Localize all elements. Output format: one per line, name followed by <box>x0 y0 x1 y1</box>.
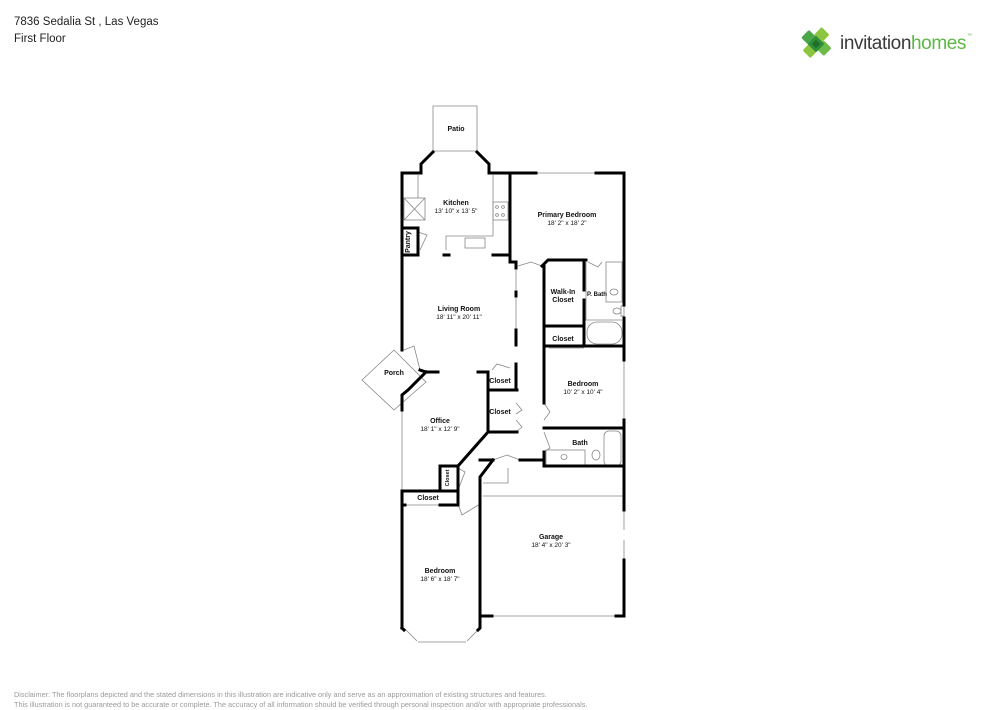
room-label-hall-closet-1: Closet <box>489 378 511 385</box>
brand-logo: invitationhomes™ <box>798 26 972 62</box>
disclaimer: Disclaimer: The floorplans depicted and … <box>14 690 587 710</box>
room-label-walk-in-closet-2: Closet <box>552 297 574 304</box>
room-label-bath: Bath <box>572 440 588 447</box>
room-dims-bedroom-3: 18' 6" x 18' 7" <box>420 576 460 583</box>
room-dims-bedroom-2: 10' 2" x 10' 4" <box>563 389 603 396</box>
room-labels: Patio Kitchen 13' 10" x 13' 5" Pantry Pr… <box>384 126 607 583</box>
room-label-hall-closet-2: Closet <box>489 409 511 416</box>
room-label-bedroom-3: Bedroom <box>425 568 456 575</box>
room-label-bedroom-2: Bedroom <box>568 381 599 388</box>
room-label-garage: Garage <box>539 534 563 541</box>
room-label-porch: Porch <box>384 370 404 377</box>
floor-plan-walls <box>399 149 626 633</box>
room-label-primary-closet: Closet <box>552 336 574 343</box>
room-label-kitchen: Kitchen <box>443 200 469 207</box>
room-label-office: Office <box>430 418 450 425</box>
room-label-small-closet: Closet <box>445 469 451 486</box>
property-header: 7836 Sedalia St , Las Vegas First Floor <box>14 14 159 48</box>
disclaimer-line-2: This illustration is not guaranteed to b… <box>14 700 588 709</box>
room-label-bedroom-closet: Closet <box>417 495 439 502</box>
disclaimer-line-1: Disclaimer: The floorplans depicted and … <box>14 690 547 699</box>
clover-logo-icon <box>801 27 831 58</box>
room-label-walk-in-closet-1: Walk-In <box>551 289 576 296</box>
room-dims-garage: 18' 4" x 20' 3" <box>531 542 571 549</box>
room-label-living-room: Living Room <box>438 306 480 313</box>
floor-label: First Floor <box>14 33 66 45</box>
room-dims-office: 18' 1" x 12' 9" <box>420 426 460 433</box>
room-label-patio: Patio <box>447 126 464 133</box>
room-dims-primary-bedroom: 18' 2" x 18' 2" <box>547 220 587 227</box>
room-dims-living-room: 18' 11" x 20' 11" <box>436 314 482 321</box>
floor-plan-fixtures <box>361 105 625 643</box>
room-label-primary-bedroom: Primary Bedroom <box>538 212 597 219</box>
brand-wordmark: invitationhomes™ <box>840 33 972 54</box>
room-dims-kitchen: 13' 10" x 13' 5" <box>435 208 479 215</box>
room-label-pantry: Pantry <box>405 231 412 253</box>
property-address: 7836 Sedalia St , Las Vegas <box>14 16 159 28</box>
room-label-p-bath: P. Bath <box>587 292 607 298</box>
